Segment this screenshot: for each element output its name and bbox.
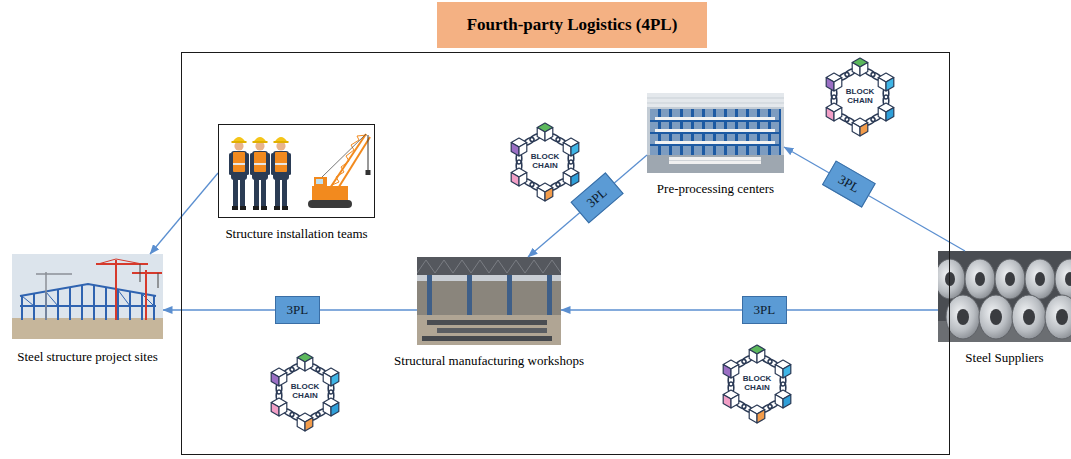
installation-team-picture bbox=[218, 124, 375, 218]
carrier-label: 3PL bbox=[742, 296, 788, 324]
carrier-label: 3PL bbox=[822, 161, 875, 208]
flow-arrow bbox=[784, 147, 965, 251]
manufacturing-workshop: Structural manufacturing workshops bbox=[417, 257, 561, 345]
flow-arrow bbox=[150, 173, 218, 254]
warehouse-picture bbox=[647, 93, 784, 173]
node-caption: Pre-processing centers bbox=[657, 181, 774, 197]
flow-arrow bbox=[528, 155, 647, 257]
node-caption: Structure installation teams bbox=[225, 226, 367, 242]
steel-supplier: Steel Suppliers bbox=[938, 251, 1071, 342]
installation-team-box: Structure installation teams bbox=[218, 124, 375, 218]
carrier-label: 3PL bbox=[571, 172, 624, 223]
project-site: Steel structure project sites bbox=[12, 254, 163, 339]
heading-text: Fourth-party Logistics (4PL) bbox=[467, 15, 678, 35]
construction-site-picture bbox=[12, 254, 163, 339]
blockchain-icon bbox=[723, 345, 791, 423]
node-caption: Steel structure project sites bbox=[17, 349, 157, 365]
blockchain-text: BLOCK CHAIN bbox=[288, 383, 322, 401]
blockchain-icon bbox=[271, 353, 339, 431]
preprocessing-center: Pre-processing centers bbox=[647, 93, 784, 173]
heading-box: Fourth-party Logistics (4PL) bbox=[437, 2, 707, 48]
blockchain-text: BLOCK CHAIN bbox=[843, 88, 877, 106]
blockchain-icon bbox=[826, 58, 894, 136]
carrier-label: 3PL bbox=[275, 296, 321, 324]
blockchain-icon bbox=[511, 123, 579, 201]
node-caption: Steel Suppliers bbox=[965, 350, 1043, 366]
node-caption: Structural manufacturing workshops bbox=[394, 353, 584, 369]
blockchain-text: BLOCK CHAIN bbox=[528, 153, 562, 171]
blockchain-text: BLOCK CHAIN bbox=[740, 375, 774, 393]
workshop-picture bbox=[417, 257, 561, 345]
steel-coils-picture bbox=[935, 251, 1071, 342]
